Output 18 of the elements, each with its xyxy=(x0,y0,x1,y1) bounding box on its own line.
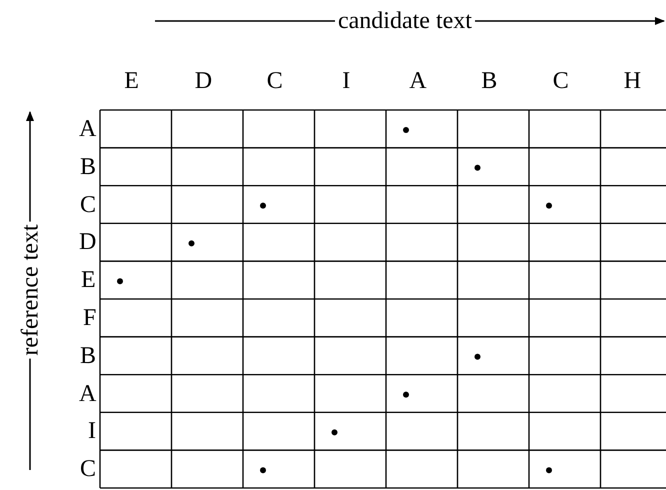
row-header: A xyxy=(79,380,96,406)
column-header: H xyxy=(624,68,642,94)
column-header: E xyxy=(124,68,139,94)
row-header: E xyxy=(81,267,96,294)
column-header: B xyxy=(481,68,498,94)
column-header: C xyxy=(552,68,569,94)
row-header: C xyxy=(80,192,96,218)
row-header: I xyxy=(88,418,96,444)
column-header: A xyxy=(409,68,427,94)
row-header: B xyxy=(80,342,96,369)
column-header: I xyxy=(342,68,350,94)
row-header: C xyxy=(80,456,96,482)
column-header: D xyxy=(194,68,212,94)
column-header: C xyxy=(266,68,283,94)
row-header: B xyxy=(80,154,96,180)
row-header: A xyxy=(79,116,96,142)
row-header: D xyxy=(79,229,96,256)
row-header: F xyxy=(83,304,96,331)
